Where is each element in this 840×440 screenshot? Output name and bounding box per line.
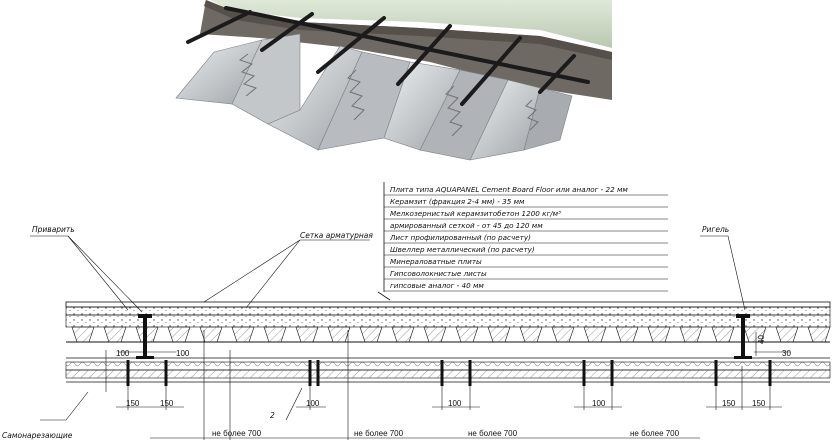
layer-legend: Плита типа AQUAPANEL Cement Board Floor …	[377, 182, 668, 301]
beam-label: Ригель	[702, 225, 729, 234]
dim-100-a: 100	[306, 399, 320, 408]
screw	[316, 360, 320, 386]
span-4: не более 700	[630, 429, 680, 438]
deck-rib	[103, 326, 127, 343]
dim-100-c: 100	[592, 399, 606, 408]
deck-rib	[679, 326, 703, 343]
aquapanel-layer	[65, 301, 831, 308]
deck-rib	[615, 326, 639, 343]
expanded-clay-layer	[65, 306, 831, 316]
deck-rib	[71, 326, 95, 343]
deck-rib	[711, 326, 735, 343]
deck-rib	[455, 326, 479, 343]
legend-line: Минераловатные плиты	[390, 257, 482, 266]
deck-rib	[647, 326, 671, 343]
deck-rib	[583, 326, 607, 343]
deck-rib	[231, 326, 255, 343]
dim-150-d: 150	[752, 399, 766, 408]
legend-line: Лист профилированный (по расчету)	[389, 233, 531, 242]
deck-rib	[263, 326, 287, 343]
legend-line: Гипсоволокнистые листы	[390, 269, 487, 278]
deck-rib	[327, 326, 351, 343]
deck-ribs	[71, 326, 831, 343]
deck-rib	[807, 326, 831, 343]
legend-line: Плита типа AQUAPANEL Cement Board Floor …	[390, 185, 628, 194]
deck-rib	[199, 326, 223, 343]
legend-line: Керамзит (фракция 2-4 мм) - 35 мм	[390, 197, 525, 206]
legend-line: Мелкозернистый керамзитобетон 1200 кг/м³	[390, 209, 561, 218]
deck-rib	[167, 326, 191, 343]
dim-100-b: 100	[448, 399, 462, 408]
deck-rib	[551, 326, 575, 343]
steel-beam-left	[136, 314, 154, 359]
deck-3d-illustration	[175, 0, 612, 161]
gypsum-board-layer	[65, 369, 831, 379]
deck-rib	[487, 326, 511, 343]
legend-line: армированный сеткой - от 45 до 120 мм	[390, 221, 543, 230]
dim-150-b: 150	[160, 399, 174, 408]
mesh-label: Сетка арматурная	[300, 231, 373, 240]
deck-rib	[391, 326, 415, 343]
deck-rib	[423, 326, 447, 343]
concrete-layer	[65, 314, 831, 328]
legend-line: Швеллер металлический (по расчету)	[390, 245, 535, 254]
legend-line: гипсовые аналог - 40 мм	[390, 281, 484, 290]
dim-30: 30	[782, 349, 791, 358]
span-3: не более 700	[468, 429, 518, 438]
marker-2-label: 2	[270, 411, 275, 420]
deck-rib	[775, 326, 799, 343]
floor-section	[30, 235, 831, 440]
span-1: не более 700	[212, 429, 262, 438]
profiled-steel-sheet	[175, 33, 573, 161]
dim-150-c: 150	[722, 399, 736, 408]
dim-100-left-b: 100	[176, 349, 190, 358]
deck-rib	[519, 326, 543, 343]
concrete-slab-top	[210, 0, 612, 48]
deck-rib	[359, 326, 383, 343]
steel-beam-right	[734, 314, 752, 359]
screws-label: Самонарезающие	[2, 431, 73, 440]
dim-150-a: 150	[126, 399, 140, 408]
deck-rib	[295, 326, 319, 343]
rebar-mesh	[186, 6, 590, 106]
weld-label: Приварить	[32, 225, 75, 234]
span-2: не более 700	[354, 429, 404, 438]
dim-40: 40	[757, 335, 766, 344]
dim-100-left-a: 100	[116, 349, 130, 358]
